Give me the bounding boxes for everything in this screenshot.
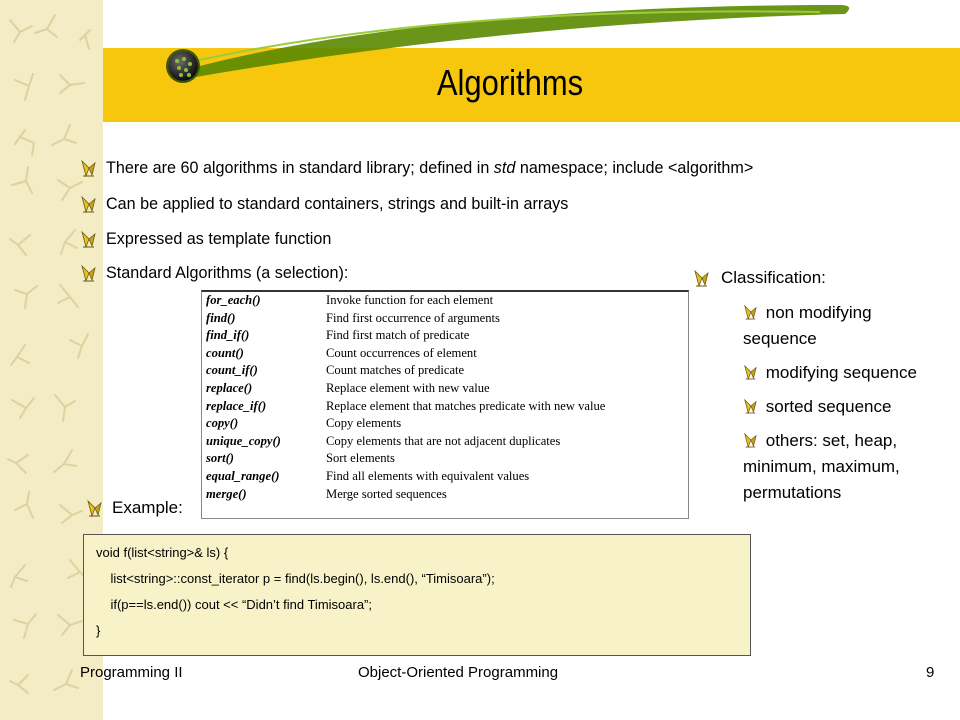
algorithms-table: for_each() Invoke function for each eleme… bbox=[201, 290, 689, 519]
algorithm-name: copy() bbox=[206, 416, 239, 431]
algorithm-description: Invoke function for each element bbox=[326, 293, 494, 307]
algorithm-row: merge() Merge sorted sequences bbox=[206, 486, 605, 504]
algorithm-name: replace_if() bbox=[206, 398, 267, 413]
example-label: Example: bbox=[86, 498, 183, 518]
classification-item: modifying sequence bbox=[743, 360, 943, 386]
algorithm-description: Sort elements bbox=[326, 451, 395, 466]
classification-item: sorted sequence bbox=[743, 394, 943, 420]
bullet-icon bbox=[81, 265, 96, 282]
globe-icon bbox=[168, 51, 198, 81]
algorithm-name: find_if() bbox=[206, 328, 250, 343]
algorithm-name: equal_range() bbox=[206, 468, 280, 483]
classification-list: Classification: non modifying sequence m… bbox=[693, 268, 943, 506]
bullet-icon bbox=[744, 305, 757, 320]
algorithm-row: unique_copy() Copy elements that are not … bbox=[206, 433, 605, 451]
algorithm-name: replace() bbox=[206, 380, 253, 395]
figure-pattern-icon bbox=[7, 14, 91, 694]
code-example: void f(list<string>& ls) { list<string>:… bbox=[83, 534, 751, 656]
code-line: if(p==ls.end()) cout << “Didn’t find Tim… bbox=[96, 597, 372, 612]
classification-item: non modifying bbox=[743, 300, 943, 326]
algorithm-description: Replace element with new value bbox=[326, 380, 490, 395]
bullet-text: There are 60 algorithms in standard libr… bbox=[106, 158, 754, 177]
classification-item-cont: permutations bbox=[743, 483, 842, 502]
code-line: } bbox=[96, 623, 101, 638]
algorithm-row: count_if() Count matches of predicate bbox=[206, 362, 605, 380]
bullet-applicability: Can be applied to standard containers, s… bbox=[80, 194, 593, 214]
bullet-icon bbox=[744, 365, 757, 380]
algorithm-row: find_if() Find first match of predicate bbox=[206, 327, 605, 345]
algorithm-description: Find first occurrence of arguments bbox=[326, 310, 500, 325]
algorithm-row: copy() Copy elements bbox=[206, 415, 605, 433]
classification-item-cont: sequence bbox=[743, 329, 817, 348]
bullet-text: Standard Algorithms (a selection): bbox=[106, 263, 349, 282]
bullet-icon bbox=[744, 433, 757, 448]
algorithm-row: replace() Replace element with new value bbox=[206, 380, 605, 398]
code-line: list<string>::const_iterator p = find(ls… bbox=[96, 571, 495, 586]
algorithm-row: equal_range() Find all elements with equi… bbox=[206, 468, 605, 486]
decorative-side-strip bbox=[0, 0, 103, 720]
algorithm-description: Count matches of predicate bbox=[326, 363, 465, 378]
algorithm-name: count() bbox=[206, 345, 244, 360]
algorithm-name: unique_copy() bbox=[206, 433, 281, 448]
bullet-icon bbox=[744, 399, 757, 414]
algorithm-name: merge() bbox=[206, 486, 247, 501]
algorithm-row: count() Count occurrences of element bbox=[206, 345, 605, 363]
algorithm-row: find() Find first occurrence of arguments bbox=[206, 310, 605, 328]
swoosh-decoration-icon bbox=[185, 5, 850, 78]
algorithm-row: replace_if() Replace element that matches… bbox=[206, 398, 605, 416]
algorithm-description: Count occurrences of element bbox=[326, 345, 477, 360]
algorithm-row: sort() Sort elements bbox=[206, 450, 605, 468]
bullet-algorithm-count: There are 60 algorithms in standard libr… bbox=[80, 158, 787, 178]
classification-item: others: set, heap, bbox=[743, 428, 943, 454]
algorithm-name: for_each() bbox=[206, 293, 261, 307]
footer-subject: Object-Oriented Programming bbox=[358, 664, 559, 681]
algorithm-description: Merge sorted sequences bbox=[326, 486, 447, 501]
bullet-template-function: Expressed as template function bbox=[80, 229, 343, 249]
algorithm-name: sort() bbox=[206, 451, 234, 466]
algorithm-row: for_each() Invoke function for each eleme… bbox=[206, 292, 605, 310]
code-line: void f(list<string>& ls) { bbox=[96, 545, 229, 560]
bullet-text: Can be applied to standard containers, s… bbox=[106, 194, 569, 213]
algorithm-description: Copy elements bbox=[326, 416, 402, 431]
classification-heading: Classification: bbox=[693, 268, 943, 288]
bullet-icon bbox=[87, 500, 102, 517]
bullet-icon bbox=[81, 160, 96, 177]
classification-item-cont: minimum, maximum, bbox=[743, 457, 900, 476]
bullet-icon bbox=[694, 270, 709, 287]
footer-course: Programming II bbox=[80, 664, 183, 681]
algorithm-name: count_if() bbox=[206, 363, 258, 378]
algorithm-description: Copy elements that are not adjacent dupl… bbox=[326, 433, 561, 448]
algorithm-description: Replace element that matches predicate w… bbox=[326, 398, 606, 413]
bullet-icon bbox=[81, 196, 96, 213]
bullet-standard-algorithms: Standard Algorithms (a selection): bbox=[80, 263, 361, 283]
slide-title: Algorithms bbox=[436, 62, 584, 103]
bullet-icon bbox=[81, 231, 96, 248]
algorithm-description: Find first match of predicate bbox=[326, 328, 470, 343]
page-number: 9 bbox=[926, 664, 935, 681]
algorithm-description: Find all elements with equivalent values bbox=[326, 468, 530, 483]
algorithm-name: find() bbox=[206, 310, 236, 325]
bullet-text: Expressed as template function bbox=[106, 229, 332, 248]
